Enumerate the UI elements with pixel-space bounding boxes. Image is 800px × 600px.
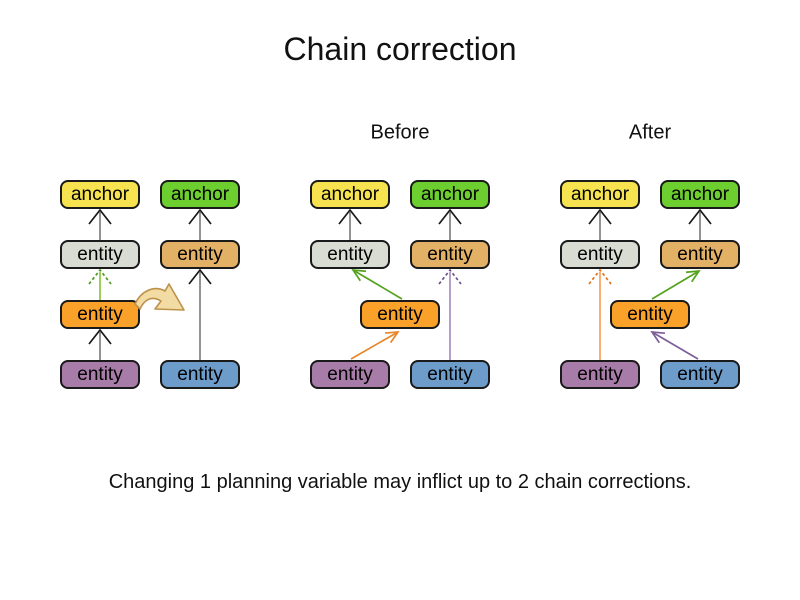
- chain-arrowhead-gray: [438, 208, 462, 225]
- node-entity-tan: entity: [660, 240, 740, 269]
- chain-arrowhead-gray: [588, 208, 612, 225]
- node-entity-purple: entity: [560, 360, 640, 389]
- change-arrowhead-purple: [650, 330, 666, 344]
- group-label-before: Before: [370, 121, 430, 144]
- diagram-title: Chain correction: [283, 31, 517, 67]
- chain-arrowhead-gray: [188, 268, 212, 285]
- change-arrow-line-orange: [350, 331, 399, 360]
- change-arrowhead-green: [351, 268, 367, 282]
- node-entity-orange: entity: [610, 300, 690, 329]
- caption: Changing 1 planning variable may inflict…: [108, 471, 692, 493]
- node-entity-orange: entity: [360, 300, 440, 329]
- chain-arrowhead-orange_chain: [588, 268, 612, 285]
- node-anchor-green: anchor: [410, 180, 490, 209]
- chain-arrowhead-gray: [338, 208, 362, 225]
- node-entity-blue: entity: [660, 360, 740, 389]
- change-arrow-line-purple: [651, 331, 699, 360]
- node-entity-purple: entity: [60, 360, 140, 389]
- node-entity-blue: entity: [160, 360, 240, 389]
- node-anchor-yellow: anchor: [60, 180, 140, 209]
- change-arrowhead-green: [685, 269, 701, 283]
- node-entity-purple: entity: [310, 360, 390, 389]
- chain-arrowhead-purple_chain: [438, 268, 462, 285]
- node-entity-gray: entity: [560, 240, 640, 269]
- change-arrow-line-green: [352, 269, 403, 300]
- node-anchor-green: anchor: [160, 180, 240, 209]
- node-entity-gray: entity: [310, 240, 390, 269]
- chain-arrowhead-green_chain: [88, 268, 112, 285]
- change-arrowhead-orange: [384, 331, 400, 344]
- node-entity-gray: entity: [60, 240, 140, 269]
- chain-arrowhead-gray: [88, 208, 112, 225]
- change-arrow-line-green: [651, 270, 700, 300]
- node-entity-orange: entity: [60, 300, 140, 329]
- chain-arrowhead-gray: [688, 208, 712, 225]
- node-entity-tan: entity: [410, 240, 490, 269]
- node-anchor-yellow: anchor: [310, 180, 390, 209]
- chain-arrowhead-gray: [88, 328, 112, 345]
- node-anchor-green: anchor: [660, 180, 740, 209]
- group-label-after: After: [628, 121, 672, 144]
- move-curved-arrow-icon: [134, 283, 185, 311]
- node-entity-blue: entity: [410, 360, 490, 389]
- node-entity-tan: entity: [160, 240, 240, 269]
- chain-arrowhead-gray: [188, 208, 212, 225]
- node-anchor-yellow: anchor: [560, 180, 640, 209]
